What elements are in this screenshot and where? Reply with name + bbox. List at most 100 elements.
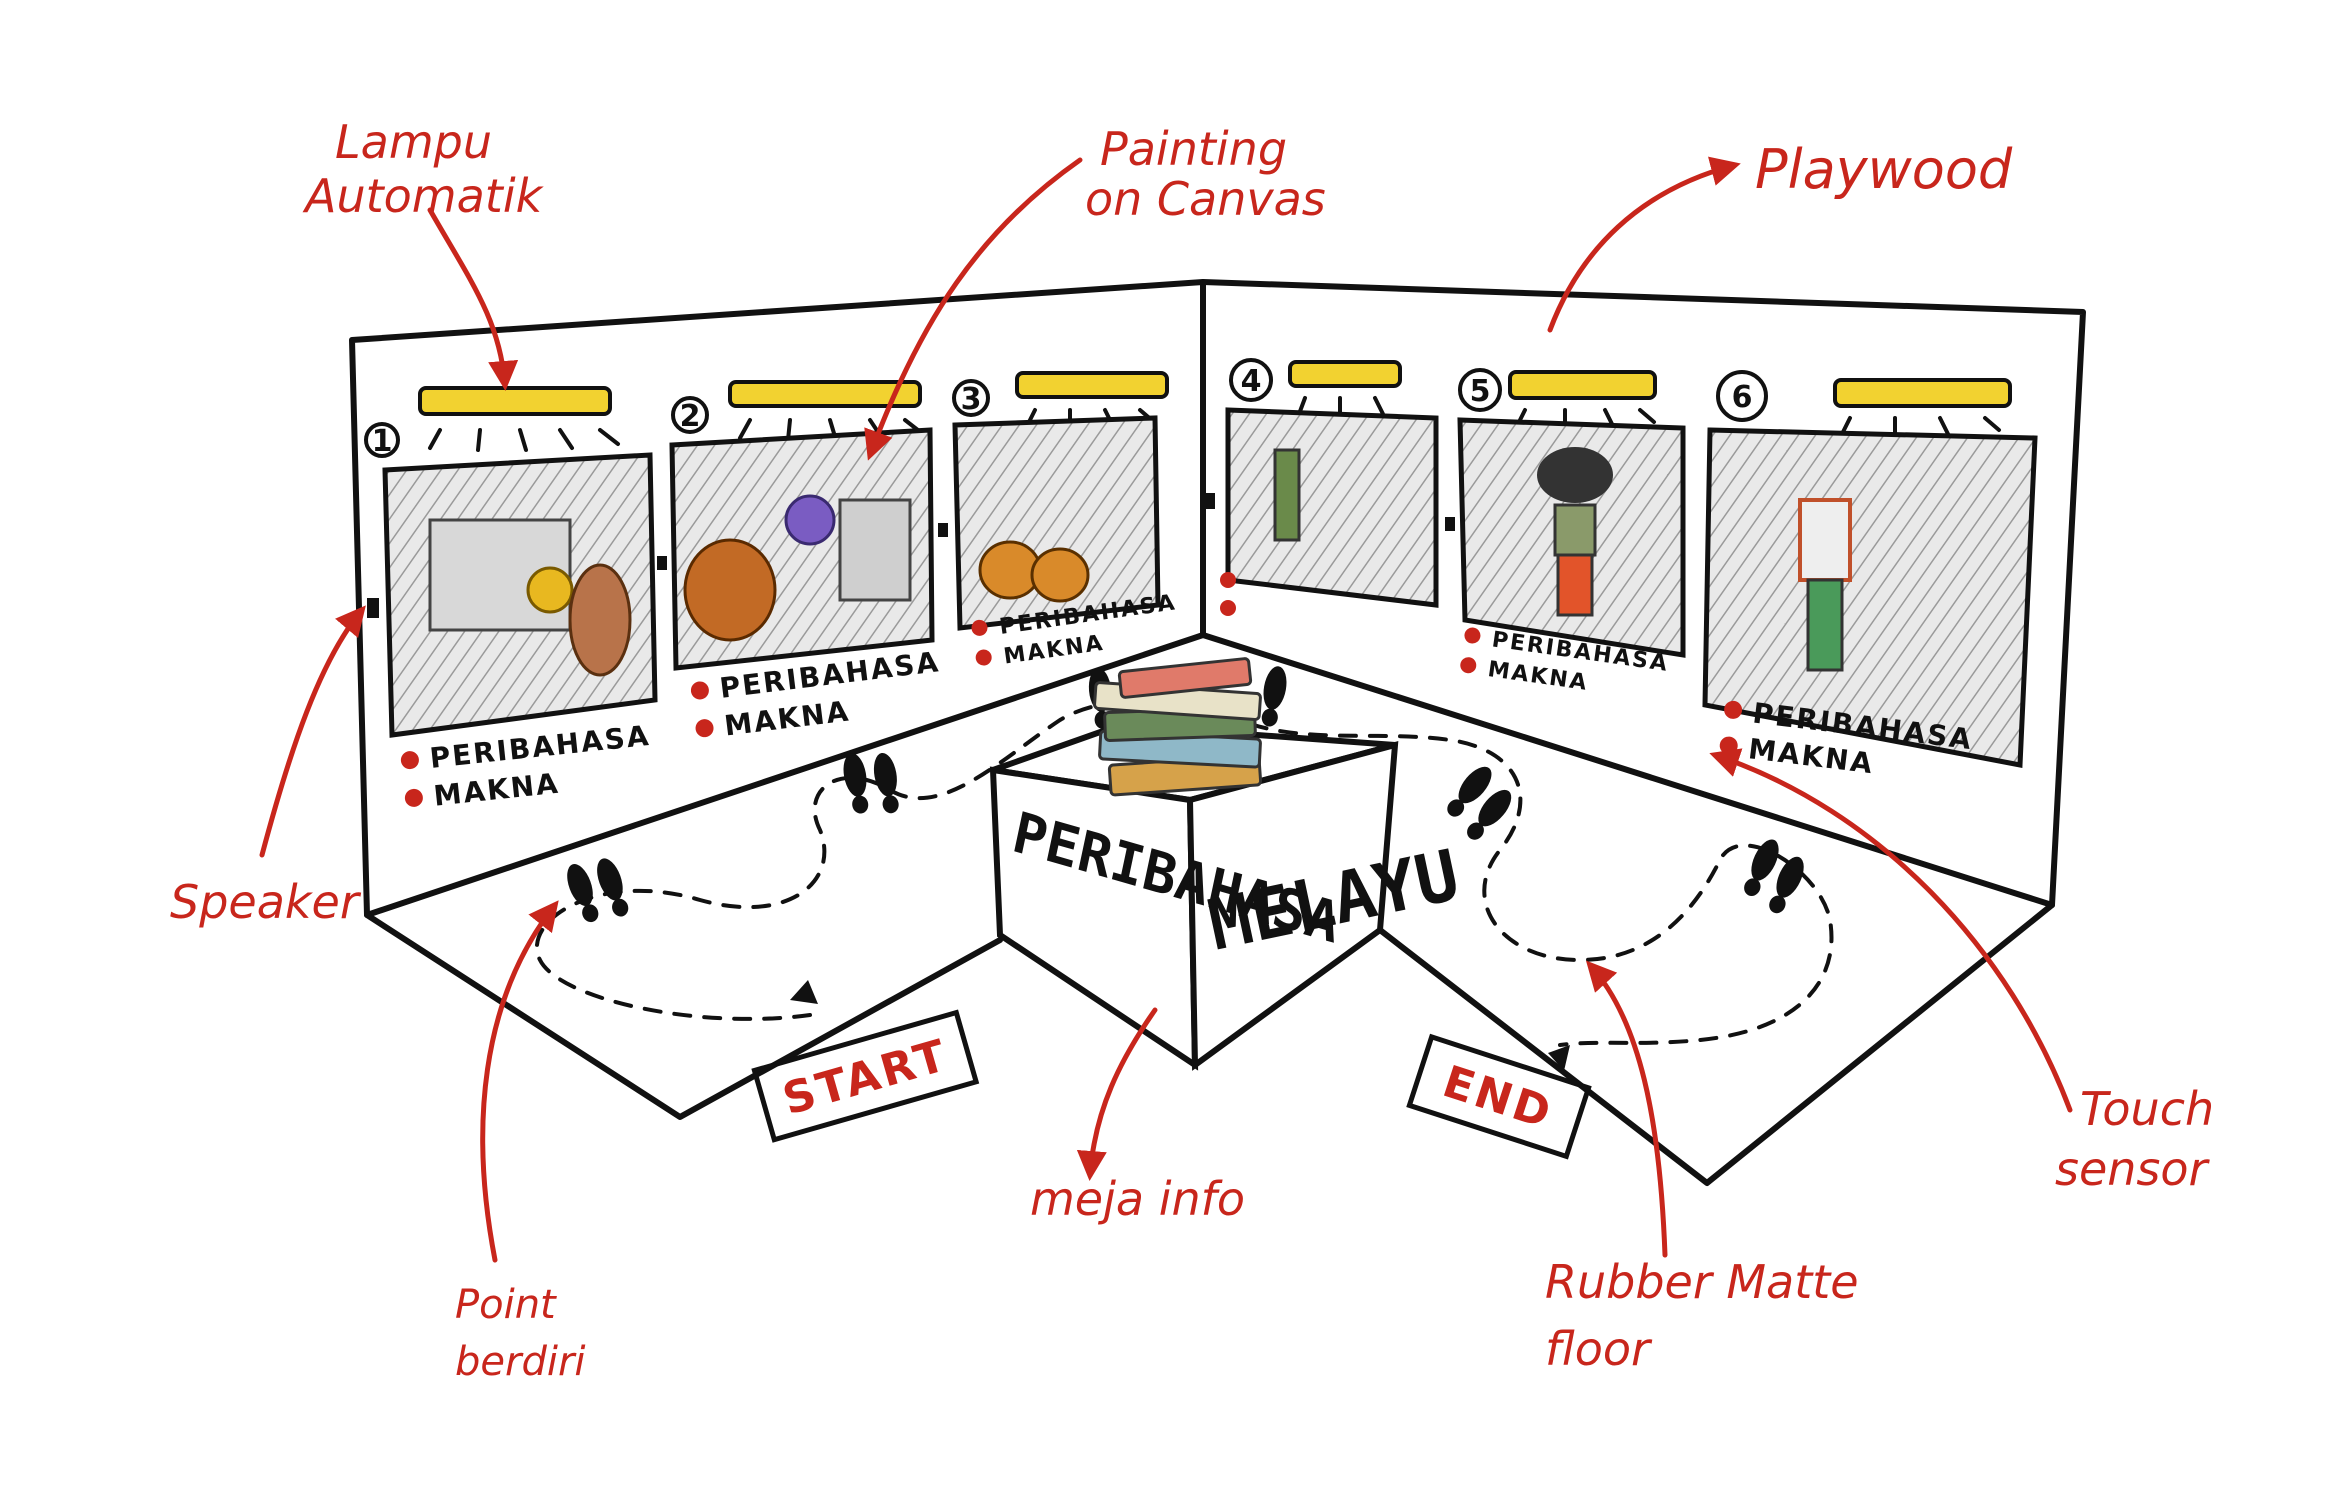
painting-2 [669, 427, 935, 671]
start-frame [751, 1009, 980, 1143]
bullet [1460, 657, 1477, 674]
lamps [418, 360, 2012, 452]
panel-number-3: 3 [961, 382, 982, 417]
lamp-1 [418, 386, 620, 452]
lamp-6 [1833, 378, 2012, 438]
panel-number-4: 4 [1241, 364, 1262, 399]
right-wall [1200, 279, 2086, 908]
lamp-bar [1508, 370, 1657, 400]
bullet [1464, 627, 1481, 644]
painting-6 [1702, 427, 2038, 768]
panel-number-circle [952, 379, 990, 417]
bullet [1220, 572, 1236, 588]
painting-4 [1225, 407, 1439, 608]
annotation-playwood: Playwood [1755, 138, 2013, 201]
books-stack [1093, 657, 1263, 797]
annotation-painting-line2: on Canvas [1085, 172, 1326, 226]
sensor-device [1205, 493, 1215, 509]
panel-number-circle [1716, 370, 1768, 422]
bullet [404, 788, 423, 807]
annotation-rubber-line2: floor [1545, 1322, 1653, 1376]
lamp-rays [1515, 408, 1656, 430]
annotation-speaker: Speaker [170, 875, 362, 929]
end-frame [1406, 1033, 1592, 1160]
bullet [400, 751, 419, 770]
orangutan [683, 538, 777, 642]
floor-edge-left [364, 912, 1003, 1120]
annotation-point-line2: berdiri [455, 1339, 586, 1385]
bullet [1719, 736, 1738, 755]
house-sketch [838, 498, 912, 602]
lamp-2 [728, 380, 925, 442]
annotation-touch-line1: Touch [2080, 1082, 2214, 1136]
tiger [1030, 547, 1090, 603]
annotations: Lampu Automatik Painting on Canvas Playw… [170, 115, 2214, 1385]
annotation-point-line1: Point [455, 1282, 557, 1328]
annotation-meja-info: meja info [1030, 1172, 1245, 1226]
bullet [1220, 600, 1236, 616]
annotation-rubber-line1: Rubber Matte [1545, 1255, 1859, 1309]
panel-number-circle [364, 422, 400, 458]
annotation-painting-line1: Painting [1100, 122, 1287, 176]
painting-5 [1457, 417, 1686, 658]
paintings [382, 407, 2038, 768]
bullet [690, 681, 709, 700]
sunflower [526, 566, 574, 614]
start-label: START [751, 1009, 980, 1143]
bullet [971, 619, 988, 636]
lamp-rays [428, 428, 620, 452]
arrow-touch [1709, 748, 2073, 1113]
lamp-bar [1015, 371, 1169, 399]
lamp-rays [738, 418, 925, 442]
canvas-frame [1702, 427, 2038, 768]
sensor-device [1445, 517, 1455, 531]
panel-number-circle [671, 396, 709, 434]
arrow-speaker [259, 605, 366, 858]
info-box: PERIBAHASA MELAYU [989, 657, 1466, 1071]
touch-sensors [367, 493, 1455, 618]
person-legs [1806, 578, 1844, 672]
footprint-pair [1447, 766, 1512, 840]
panel-number-6: 6 [1732, 380, 1753, 415]
footprint-pair [567, 858, 629, 923]
sack [1537, 447, 1613, 503]
person-body [1553, 503, 1597, 557]
panel-numbers: 1 2 3 4 5 6 [364, 358, 1768, 459]
annotation-lampu-line1: Lampu [335, 115, 492, 169]
walking-path [535, 699, 1834, 1047]
speaker-device [367, 598, 379, 618]
bullet [695, 719, 714, 738]
painting-3 [952, 415, 1161, 631]
person-legs [1556, 553, 1594, 617]
lamp-bar [1288, 360, 1402, 388]
arrow-rubber [1585, 960, 1668, 1258]
arrow-meja-info [1076, 1007, 1158, 1181]
painting-1 [382, 452, 658, 738]
panel-number-1: 1 [372, 424, 393, 459]
person-body [1798, 498, 1852, 582]
panel-number-2: 2 [680, 399, 701, 434]
sensor-device [938, 523, 948, 537]
flowers [784, 494, 836, 546]
end-text: END [1437, 1056, 1560, 1139]
lamp-bar [728, 380, 922, 408]
label-panel-4 [1220, 572, 1236, 616]
arrow-lampu [427, 207, 519, 391]
floor-edge-right [1377, 902, 2055, 1186]
room-walls [349, 279, 2086, 1186]
footprint-pair [843, 752, 899, 814]
lamp-bar [1833, 378, 2012, 408]
canvas-frame [1225, 407, 1439, 608]
arrow-playwood [1547, 156, 1741, 333]
arrow-point [480, 900, 559, 1263]
lamp-bar [418, 386, 612, 416]
svg-text:MAKNA: MAKNA [432, 767, 561, 813]
annotation-lampu-line2: Automatik [302, 169, 545, 223]
bullet [1724, 700, 1743, 719]
label-panel-1: PERIBAHASA MAKNA [400, 719, 652, 813]
bullet [975, 649, 992, 666]
footprint-pair [1261, 666, 1287, 727]
monkey [568, 563, 632, 677]
sensor-device [657, 556, 667, 570]
